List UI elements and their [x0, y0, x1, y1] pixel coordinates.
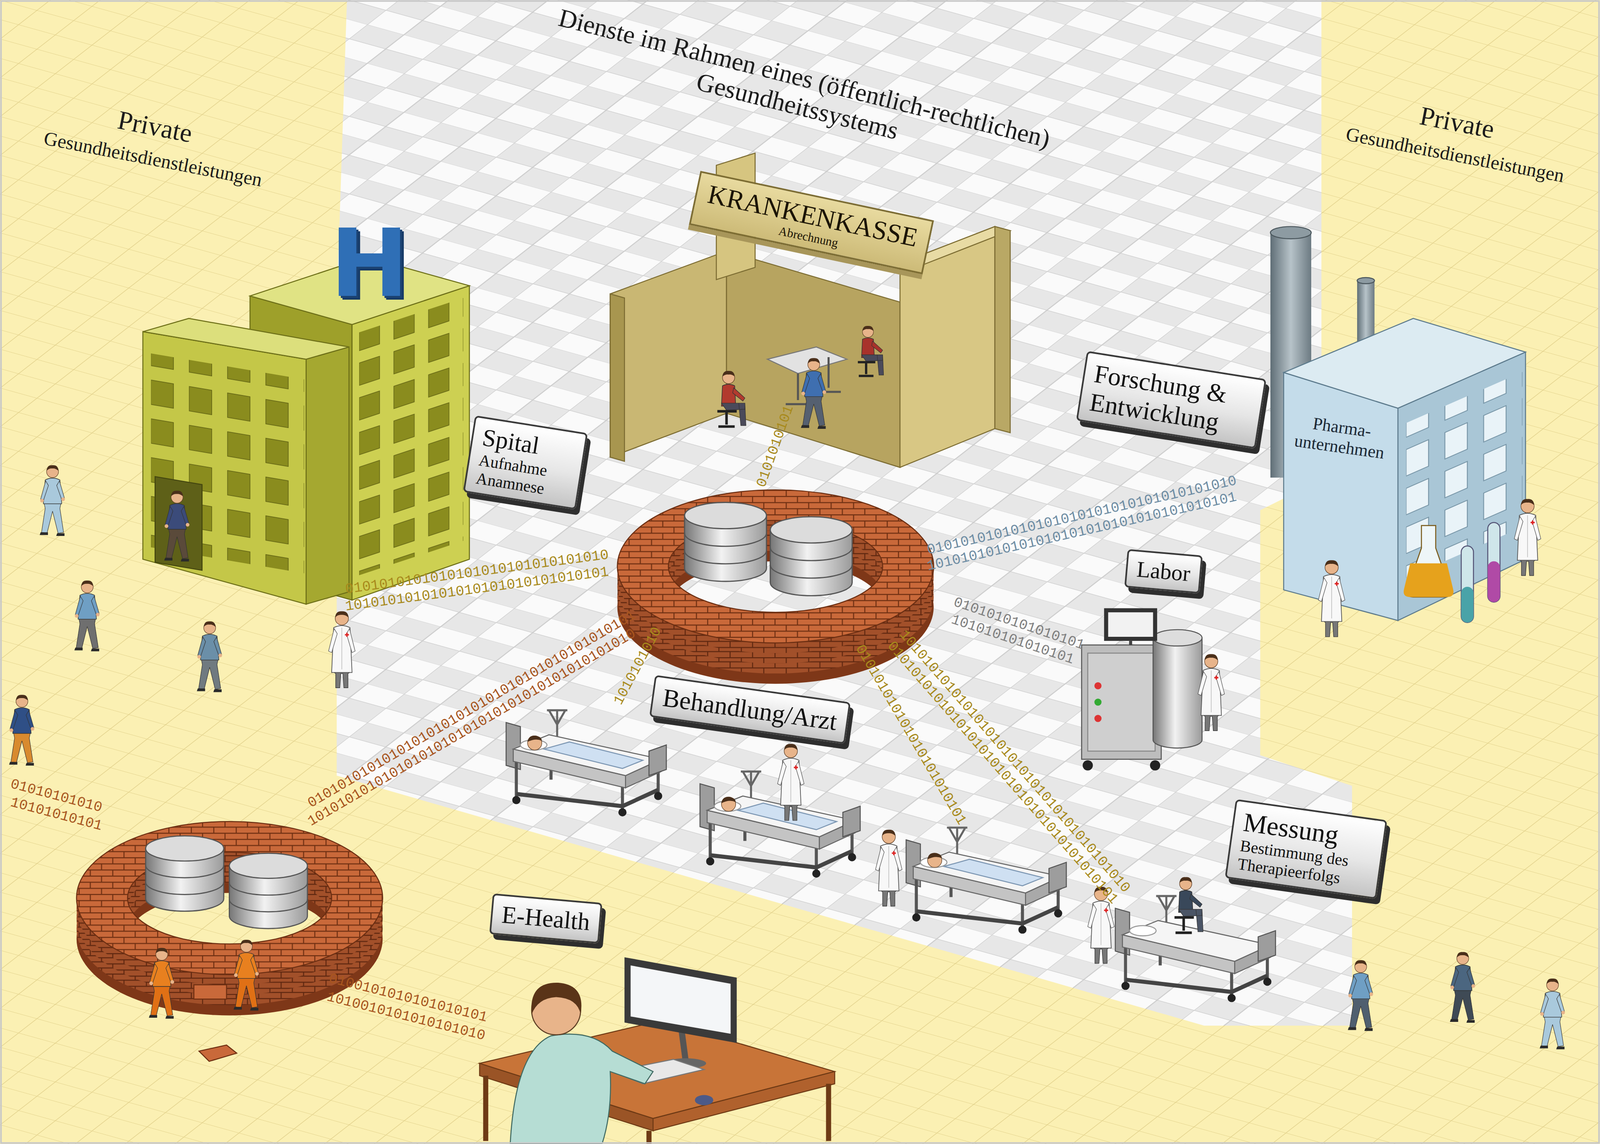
ehealth-desk [510, 1033, 653, 1144]
pharma-building [1514, 498, 1541, 576]
ehealth-database [148, 947, 175, 1019]
ehealth-database [233, 939, 260, 1011]
pedestrians [1539, 978, 1565, 1050]
hospital-building [142, 257, 470, 605]
central-database [617, 489, 934, 643]
hospital-building [359, 297, 464, 575]
pedestrians [196, 621, 223, 693]
ehealth-desk [695, 1094, 714, 1105]
ehealth-database [193, 984, 227, 999]
hospital-building [306, 347, 350, 605]
insurance-booth [610, 250, 727, 458]
hospital-sign-letter: H [330, 210, 409, 316]
lab-machine [1152, 629, 1203, 646]
pharma-building [1270, 226, 1312, 239]
lab-machine [1087, 652, 1156, 751]
hospital-building [155, 476, 203, 571]
pharma-building [1403, 563, 1454, 598]
ehealth-database [229, 852, 308, 929]
lab-machine [1152, 637, 1203, 748]
hospital-beds [777, 743, 805, 821]
pharma-building [1487, 522, 1500, 603]
lab-machine [1082, 760, 1093, 770]
lab-machine [1081, 645, 1162, 760]
hospital-beds [506, 710, 667, 817]
ehealth-database [76, 821, 383, 1061]
insurance-booth [610, 293, 625, 462]
pedestrians [39, 465, 65, 536]
hospital-beds [906, 827, 1067, 934]
ehealth-database [145, 835, 224, 912]
pedestrians [9, 465, 1565, 1049]
central-database [617, 489, 934, 684]
hospital-building [142, 318, 350, 360]
insurance-booth [857, 325, 884, 376]
hospital-beds [700, 771, 860, 878]
pharma-building [1318, 560, 1345, 637]
central-database [770, 516, 853, 596]
hospital-building [352, 285, 470, 600]
ehealth-desk [630, 965, 731, 1034]
hospital-beds [1174, 877, 1204, 933]
lab-machine [1197, 654, 1225, 731]
ehealth-database [76, 821, 383, 975]
lab-machine [1081, 607, 1225, 770]
ehealth-database [199, 1044, 238, 1061]
pharma-building [1270, 226, 1541, 637]
sign-subtext: Aufnahme Anamnese [474, 450, 572, 501]
sign-heading: Labor [1135, 556, 1191, 587]
lab-machine [1094, 698, 1102, 706]
hospital-building [142, 331, 307, 605]
lab-machine [1129, 640, 1133, 645]
signboard: Labor [1124, 549, 1203, 595]
insurance-booth [995, 226, 1011, 433]
pedestrians [328, 611, 356, 688]
pedestrians [1450, 951, 1476, 1023]
pharma-building [1487, 561, 1500, 603]
pharma-building [1357, 277, 1375, 284]
ehealth-desk [624, 957, 737, 1043]
sign-heading: E-Health [500, 900, 592, 936]
pharma-building [1461, 545, 1474, 623]
lab-machine [1150, 760, 1160, 770]
lab-machine [1094, 714, 1102, 722]
ehealth-desk [479, 957, 835, 1144]
lab-machine [1104, 607, 1158, 641]
pedestrians [9, 694, 35, 766]
hospital-building [164, 490, 190, 562]
hospital-beds [506, 710, 1276, 1002]
pharma-building [1461, 586, 1474, 623]
lab-machine [1108, 612, 1154, 637]
hospital-building [359, 297, 464, 575]
ehealth-desk [652, 1071, 835, 1131]
insurance-booth [610, 152, 1010, 468]
hospital-building [150, 353, 304, 573]
insurance-booth [800, 357, 827, 429]
ehealth-desk [681, 1030, 686, 1061]
central-database [684, 502, 767, 582]
pedestrians [74, 580, 100, 652]
insurance-booth [726, 250, 900, 468]
hospital-beds [875, 829, 903, 907]
pedestrians [1347, 960, 1374, 1031]
ehealth-desk [531, 982, 582, 1015]
insurance-booth [717, 370, 747, 427]
insurance-booth [767, 347, 848, 374]
lab-machine [1094, 682, 1102, 690]
ground [336, 0, 1353, 1026]
hospital-building [150, 353, 304, 588]
